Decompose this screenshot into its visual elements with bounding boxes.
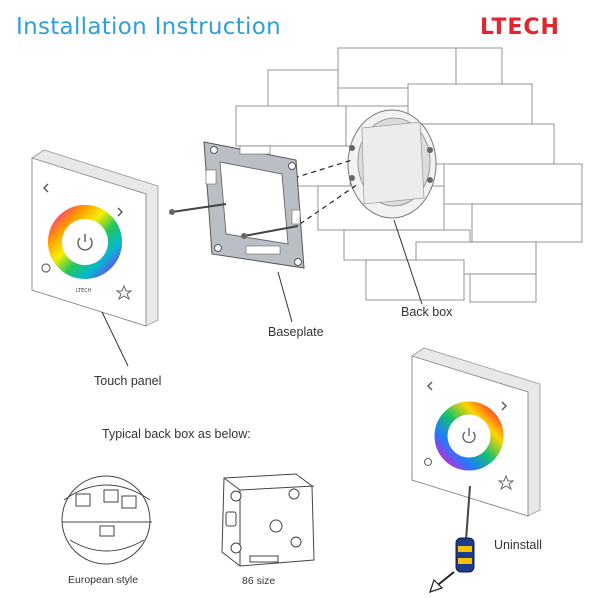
uninstall-label: Uninstall xyxy=(494,538,542,552)
size-86-box xyxy=(221,473,315,567)
arrow-icon xyxy=(429,571,455,593)
brick-wall xyxy=(235,47,583,303)
page-title: Installation Instruction xyxy=(16,14,281,40)
size-86-label: 86 size xyxy=(242,575,276,587)
back-box-in-wall xyxy=(347,109,437,219)
fan-icon xyxy=(41,263,51,273)
baseplate xyxy=(169,141,305,269)
touch-panel-uninstall xyxy=(411,347,541,517)
back-box-label: Back box xyxy=(401,305,453,319)
forward-arrow-icon xyxy=(117,207,123,217)
screwdriver-icon xyxy=(455,485,475,573)
touch-panel-main: LTECH xyxy=(31,149,159,327)
european-style-box xyxy=(61,475,152,565)
touch-panel-label: Touch panel xyxy=(94,374,162,388)
back-arrow-icon xyxy=(43,183,49,193)
typical-back-box-label: Typical back box as below: xyxy=(102,427,251,441)
star-icon xyxy=(115,284,133,301)
baseplate-label: Baseplate xyxy=(268,325,324,339)
power-icon xyxy=(77,234,93,251)
european-style-label: European style xyxy=(68,574,139,586)
brand-logo: LTECH xyxy=(480,15,560,40)
panel-brand-text: LTECH xyxy=(76,288,92,294)
